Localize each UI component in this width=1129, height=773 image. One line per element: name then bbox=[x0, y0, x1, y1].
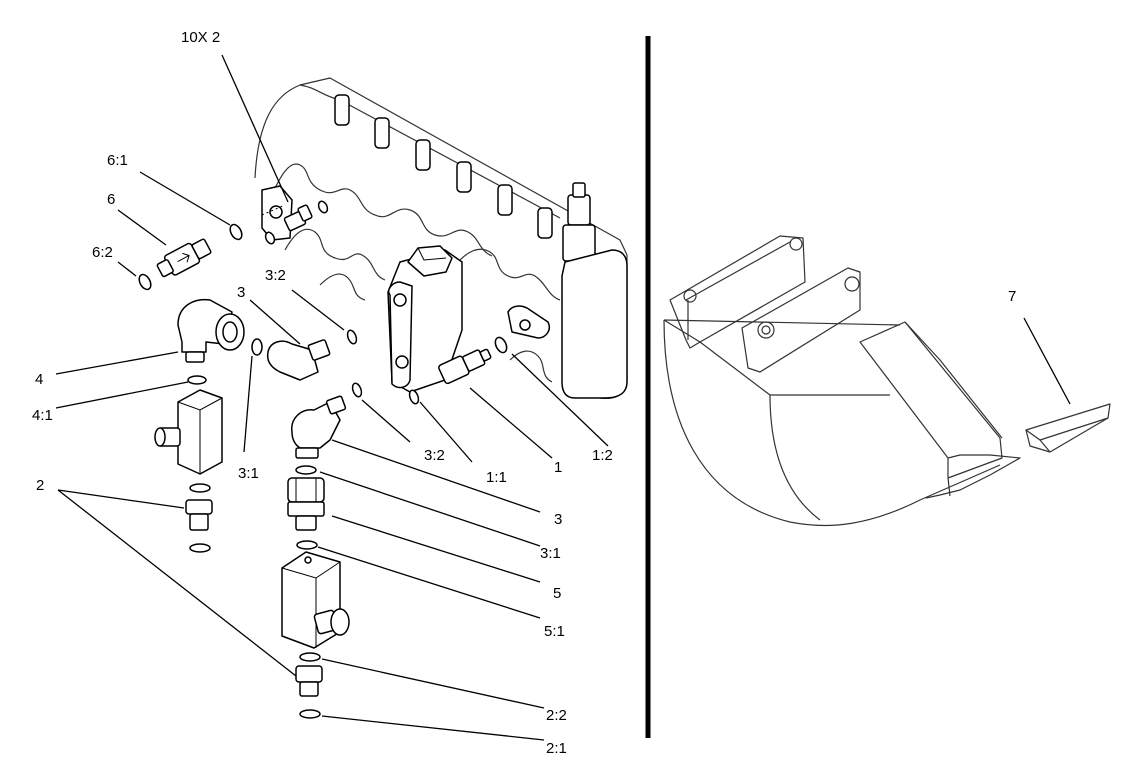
label-5-1: 5:1 bbox=[544, 623, 565, 640]
label-5: 5 bbox=[553, 585, 561, 602]
bucket-assembly bbox=[663, 235, 1021, 527]
part-1-fitting bbox=[438, 336, 508, 385]
part-2-nipple-right bbox=[295, 652, 323, 719]
part-left-block bbox=[154, 389, 223, 493]
label-3-2-mid: 3:2 bbox=[424, 447, 445, 464]
label-2: 2 bbox=[36, 477, 44, 494]
label-6: 6 bbox=[107, 191, 115, 208]
label-2-1: 2:1 bbox=[546, 740, 567, 757]
label-4: 4 bbox=[35, 371, 43, 388]
part-5-adapter bbox=[287, 477, 325, 550]
label-3-1-bottom: 3:1 bbox=[540, 545, 561, 562]
label-10x2: 10X 2 bbox=[181, 29, 220, 46]
label-3-1-left: 3:1 bbox=[238, 465, 259, 482]
label-6-2: 6:2 bbox=[92, 244, 113, 261]
part-6-check-valve bbox=[138, 223, 243, 291]
label-1-2: 1:2 bbox=[592, 447, 613, 464]
part-7-tooth bbox=[1025, 403, 1111, 453]
label-1: 1 bbox=[554, 459, 562, 476]
label-4-1: 4:1 bbox=[32, 407, 53, 424]
valve-cylinders bbox=[334, 94, 553, 239]
label-2-2: 2:2 bbox=[546, 707, 567, 724]
label-6-1: 6:1 bbox=[107, 152, 128, 169]
part-3-elbow-upper bbox=[266, 329, 358, 381]
part-2-nipple-left bbox=[185, 499, 213, 553]
part-10x2-fitting bbox=[261, 200, 329, 245]
leader-lines bbox=[55, 54, 1071, 741]
part-3-elbow-lower bbox=[291, 382, 420, 475]
part-4-elbow bbox=[177, 298, 263, 385]
part-lower-block bbox=[281, 551, 350, 649]
label-3-2-top: 3:2 bbox=[265, 267, 286, 284]
callout-labels: 10X 2 6:1 6 6:2 3 3:2 4 4:1 3:1 3:2 1:1 … bbox=[32, 29, 1016, 757]
valve-block bbox=[254, 77, 628, 400]
label-3-top: 3 bbox=[237, 284, 245, 301]
label-7: 7 bbox=[1008, 288, 1016, 305]
relief-valve bbox=[562, 182, 596, 262]
label-1-1: 1:1 bbox=[486, 469, 507, 486]
label-3-bottom: 3 bbox=[554, 511, 562, 528]
